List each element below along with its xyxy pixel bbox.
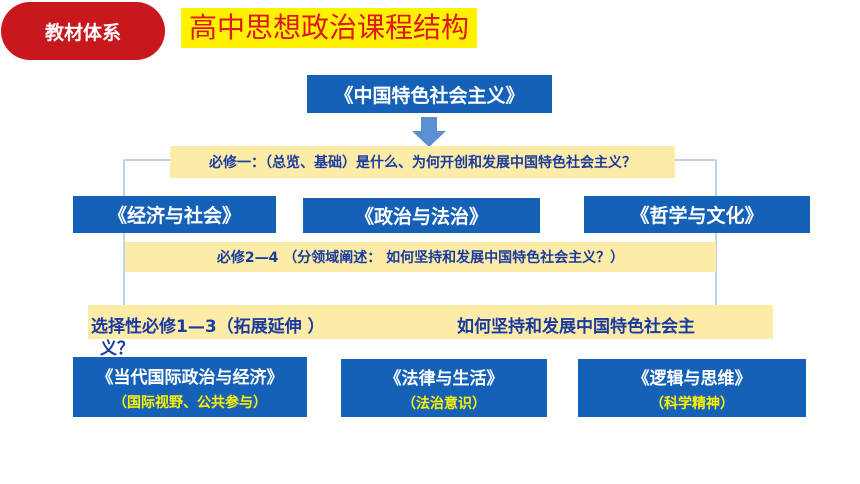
elective-book-subtitle: （国际视野、公共参与） xyxy=(113,394,267,411)
required-book-philosophy: 《哲学与文化》 xyxy=(584,196,810,233)
elective-band-left-text: 选择性必修1—3（拓展延伸 ） xyxy=(91,317,325,337)
elective-book-title: 《法律与生活》 xyxy=(384,368,504,389)
elective-book-subtitle: （法治意识） xyxy=(402,395,486,412)
elective-book-international: 《当代国际政治与经济》 （国际视野、公共参与） xyxy=(73,357,307,417)
required-book-economy: 《经济与社会》 xyxy=(73,196,276,233)
elective-book-logic: 《逻辑与思维》 （科学精神） xyxy=(578,359,806,417)
required-book-politics: 《政治与法治》 xyxy=(303,198,540,233)
elective-book-title: 《逻辑与思维》 xyxy=(632,368,752,389)
page-title: 高中思想政治课程结构 xyxy=(181,8,478,48)
elective-band-right-text: 如何坚持和发展中国特色社会主 xyxy=(457,317,695,337)
elective-book-law: 《法律与生活》 （法治意识） xyxy=(341,359,547,417)
top-book-box: 《中国特色社会主义》 xyxy=(307,75,552,113)
elective-book-title: 《当代国际政治与经济》 xyxy=(96,367,284,388)
elective-band-wrap-text: 义？ xyxy=(100,339,134,359)
elective-book-subtitle: （科学精神） xyxy=(650,395,734,412)
elective-band: 选择性必修1—3（拓展延伸 ） 如何坚持和发展中国特色社会主 xyxy=(88,305,773,339)
required-one-band: 必修一：（总览、基础）是什么、为何开创和发展中国特色社会主义？ xyxy=(170,146,675,178)
required-2-4-band: 必修2—4 （分领域阐述： 如何坚持和发展中国特色社会主义？） xyxy=(125,242,716,272)
section-badge: 教材体系 xyxy=(1,2,165,60)
down-arrow-icon xyxy=(412,117,446,147)
